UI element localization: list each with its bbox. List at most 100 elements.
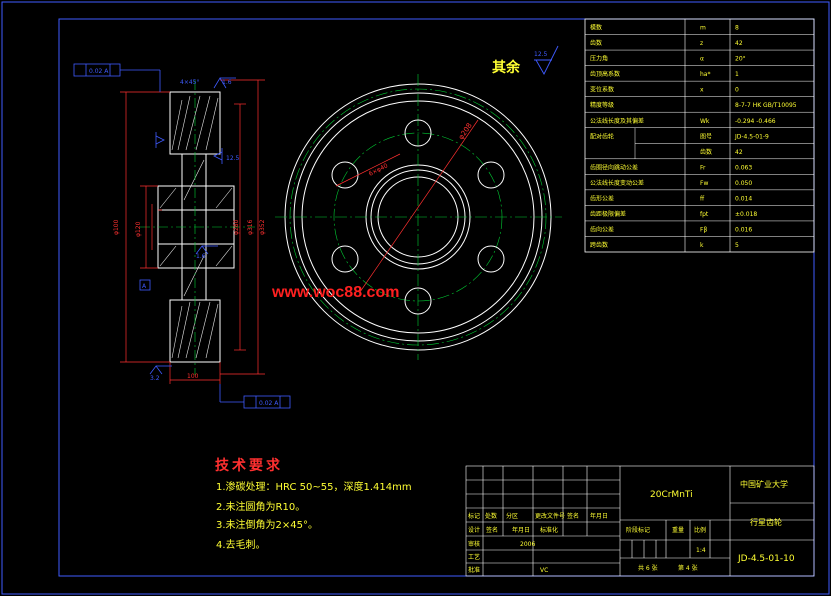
tech-item-3: 3.未注倒角为2×45°。 (216, 518, 318, 531)
param-value: ±0.018 (735, 211, 757, 218)
dim-width: 100 (187, 373, 199, 380)
row-label-3: 分区 (506, 512, 518, 520)
param-value: 0.014 (735, 195, 752, 202)
param-symbol: fpt (700, 211, 709, 218)
param-value: 5 (735, 242, 739, 249)
part-name: 行星齿轮 (750, 517, 782, 527)
geom-tol-top-value: 0.02 A (89, 68, 109, 75)
rough-top: 1.6 (222, 79, 232, 86)
row-label-4: 更改文件号 (535, 512, 565, 520)
param-name: 配对齿轮 (590, 132, 614, 140)
label-weight: 重量 (672, 526, 684, 534)
hole-2 (477, 161, 505, 189)
param-name: 公法线长度变动公差 (590, 179, 644, 187)
param-value: 42 (735, 40, 743, 47)
param-symbol: α (700, 56, 704, 63)
row-label-2: 处数 (485, 512, 497, 520)
vc-mark: VC (540, 567, 548, 574)
param-value: 20° (735, 56, 746, 63)
tech-item-2: 2.未注圆角为R10。 (216, 500, 305, 513)
row-label-1: 标记 (468, 512, 480, 520)
section-view: φ100 φ120 φ280 φ316 φ352 100 0.02 A 0.02… (73, 63, 291, 409)
param-name: 跨齿数 (590, 241, 608, 249)
row-label-6: 年月日 (590, 512, 608, 520)
param-name: 齿数 (590, 39, 602, 47)
param-symbol: k (700, 242, 704, 249)
param-value: 1 (735, 71, 739, 78)
param-symbol: Fw (700, 180, 708, 187)
param-value: 42 (735, 149, 743, 156)
row-label-5: 签名 (567, 512, 579, 520)
school: 中国矿业大学 (740, 479, 788, 489)
date-value: 2006 (520, 541, 535, 548)
param-value: 0 (735, 87, 739, 94)
label-stage: 阶段标记 (626, 526, 650, 534)
material: 20CrMnTi (650, 490, 693, 500)
title-block-text: 20CrMnTi 中国矿业大学 行星齿轮 JD-4.5-01-10 阶段标记 重… (468, 479, 795, 574)
pcd-label: φ208 (457, 122, 474, 141)
param-name: 齿形公差 (590, 194, 614, 202)
datum-a: A (142, 283, 147, 290)
param-name: 压力角 (590, 55, 608, 63)
param-value: 8 (735, 25, 739, 32)
dim-root: φ316 (247, 219, 254, 235)
param-value: JD-4.5-01-9 (734, 133, 769, 140)
hole-3 (477, 245, 505, 273)
param-value: -0.294 -0.466 (735, 118, 776, 125)
date-label: 年月日 (512, 526, 530, 534)
param-symbol: ff (700, 195, 705, 202)
sheets-total: 共 6 张 (638, 564, 658, 572)
title-block (465, 465, 815, 577)
param-symbol: Fr (700, 164, 706, 171)
dim-tip: φ352 (259, 219, 266, 235)
chamfer-top: 4×45° (180, 79, 199, 86)
param-name: 齿距极限偏差 (590, 210, 626, 218)
drawing-frame (58, 18, 815, 577)
param-name: 变位系数 (590, 86, 614, 94)
checker-label: 审核 (468, 540, 480, 548)
param-name: 精度等级 (590, 101, 614, 109)
param-symbol: x (700, 87, 704, 94)
technical-requirements: 技术要求 1.渗碳处理：HRC 50~55，深度1.414mm 2.未注圆角为R… (215, 457, 412, 551)
front-view: φ208 6×φ40 (275, 74, 562, 360)
dim-inner: φ280 (233, 219, 240, 235)
label-scale: 比例 (694, 526, 706, 534)
tech-item-4: 4.去毛刺。 (216, 539, 266, 551)
approve-label: 批准 (468, 566, 480, 574)
param-symbol: Wk (700, 118, 710, 125)
dim-bore: φ100 (113, 219, 120, 235)
param-value: 0.050 (735, 180, 752, 187)
param-name: 公法线长度及其偏差 (590, 117, 644, 125)
roughness-note: 其余 12.5 (492, 45, 559, 76)
signature-label: 签名 (486, 526, 498, 534)
param-symbol: 齿数 (700, 148, 712, 156)
sheet-number: 第 4 张 (678, 564, 698, 572)
param-symbol: Fβ (700, 226, 707, 233)
watermark: www.woc88.com (271, 284, 399, 301)
rough-side: 12.5 (226, 155, 240, 162)
dim-hub: φ120 (135, 221, 142, 237)
std-label: 标准化 (540, 526, 558, 534)
geom-tol-bottom-value: 0.02 A (259, 400, 279, 407)
pcd-dim-line (359, 119, 479, 293)
craft-label: 工艺 (468, 553, 480, 561)
lightening-holes (331, 119, 505, 315)
tech-title: 技术要求 (215, 457, 283, 474)
designer-label: 设计 (468, 526, 480, 534)
param-value: 0.063 (735, 164, 752, 171)
params-table: 模数 m 8 齿数 z 42 压力角 α 20° 齿顶高系数 ha* 1 变位系数 x 0 精度等级 8-7-7… (584, 18, 815, 253)
scale-value: 1:4 (696, 547, 706, 554)
param-name: 齿顶高系数 (590, 70, 620, 78)
param-symbol: ha* (700, 71, 710, 78)
hole-4 (404, 287, 432, 315)
hole-1 (404, 119, 432, 147)
drawing-number: JD-4.5-01-10 (737, 554, 795, 564)
param-symbol: m (700, 25, 706, 32)
param-value: 8-7-7 HK GB/T10095 (735, 102, 797, 109)
param-name: 模数 (590, 24, 602, 32)
param-symbol: 图号 (700, 133, 712, 140)
param-symbol: z (700, 40, 703, 47)
rough-bottom: 3.2 (150, 375, 160, 382)
